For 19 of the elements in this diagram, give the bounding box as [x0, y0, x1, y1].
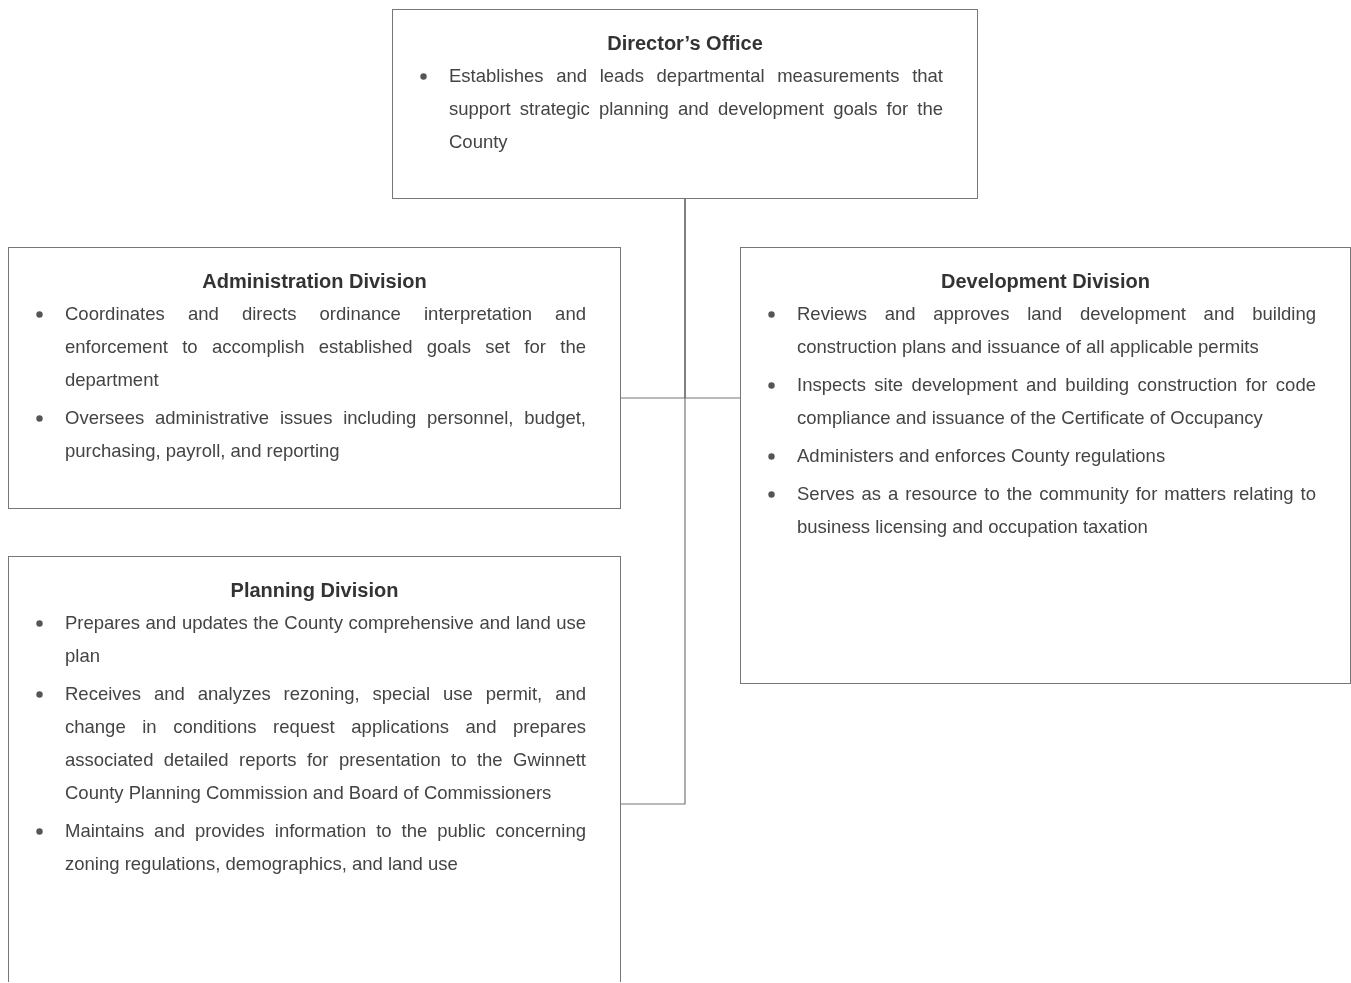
bullet-item: Establishes and leads departmental measurements that support strategic planning and development goals for the County: [449, 59, 943, 158]
bullet-item: Serves as a resource to the community for matters relating to business licensing and occupation taxation: [797, 477, 1316, 543]
bullet-item: Prepares and updates the County comprehensive and land use plan: [65, 606, 586, 672]
division-box: [8, 247, 621, 509]
division-title: Development Division: [940, 270, 1151, 293]
bullet-item: Maintains and provides information to the public concerning zoning regulations, demographics, and land use: [65, 814, 586, 880]
bullet-item: Reviews and approves land development and building construction plans and issuance of all applicable permits: [797, 297, 1316, 363]
division-box: [740, 247, 1351, 684]
division-title: Administration Division: [201, 270, 428, 293]
division-title: Planning Division: [229, 579, 400, 602]
division-box: [8, 556, 621, 982]
bullet-item: Oversees administrative issues including personnel, budget, purchasing, payroll, and reporting: [65, 401, 586, 467]
division-title: Director’s Office: [606, 32, 764, 55]
bullet-item: Coordinates and directs ordinance interpretation and enforcement to accomplish established goals set for the department: [65, 297, 586, 396]
connector-line: [620, 198, 686, 805]
bullet-item: Receives and analyzes rezoning, special use permit, and change in conditions request applications and prepares associated detailed reports for presentation to the Gwinnett County Planning Commission and Board of Commissioners: [65, 677, 586, 809]
bullet-item: Inspects site development and building construction for code compliance and issuance of the Certificate of Occupancy: [797, 368, 1316, 434]
division-box: [392, 9, 978, 199]
bullet-item: Administers and enforces County regulations: [797, 439, 1316, 472]
